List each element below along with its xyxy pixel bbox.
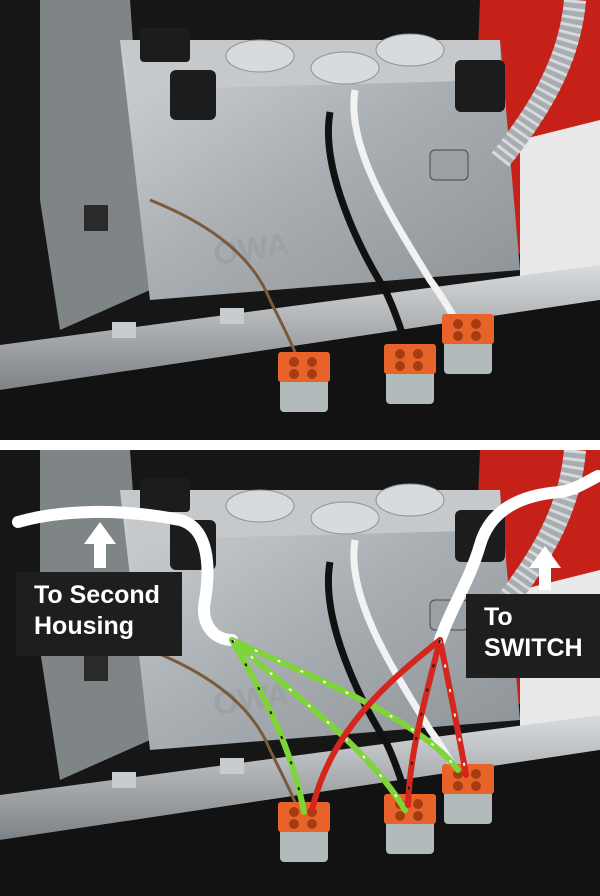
to-switch-label: To SWITCH — [466, 594, 600, 678]
junction-box-photo — [0, 0, 600, 440]
annotated-wiring-photo — [0, 450, 600, 896]
panel-divider — [0, 440, 600, 450]
to-switch-line2: SWITCH — [484, 634, 583, 662]
to-second-housing-line2: Housing — [34, 612, 134, 640]
white-wire-to-switch — [434, 470, 600, 646]
bottom-annotated-panel: To Second Housing To SWITCH — [0, 450, 600, 896]
white-wire-to-second-housing — [12, 505, 238, 646]
arrow-up-icon — [84, 522, 116, 568]
top-photo-panel — [0, 0, 600, 440]
to-switch-line1: To — [484, 603, 513, 631]
arrow-up-icon — [529, 546, 561, 590]
to-second-housing-label: To Second Housing — [16, 572, 182, 656]
to-second-housing-line1: To Second — [34, 581, 160, 609]
